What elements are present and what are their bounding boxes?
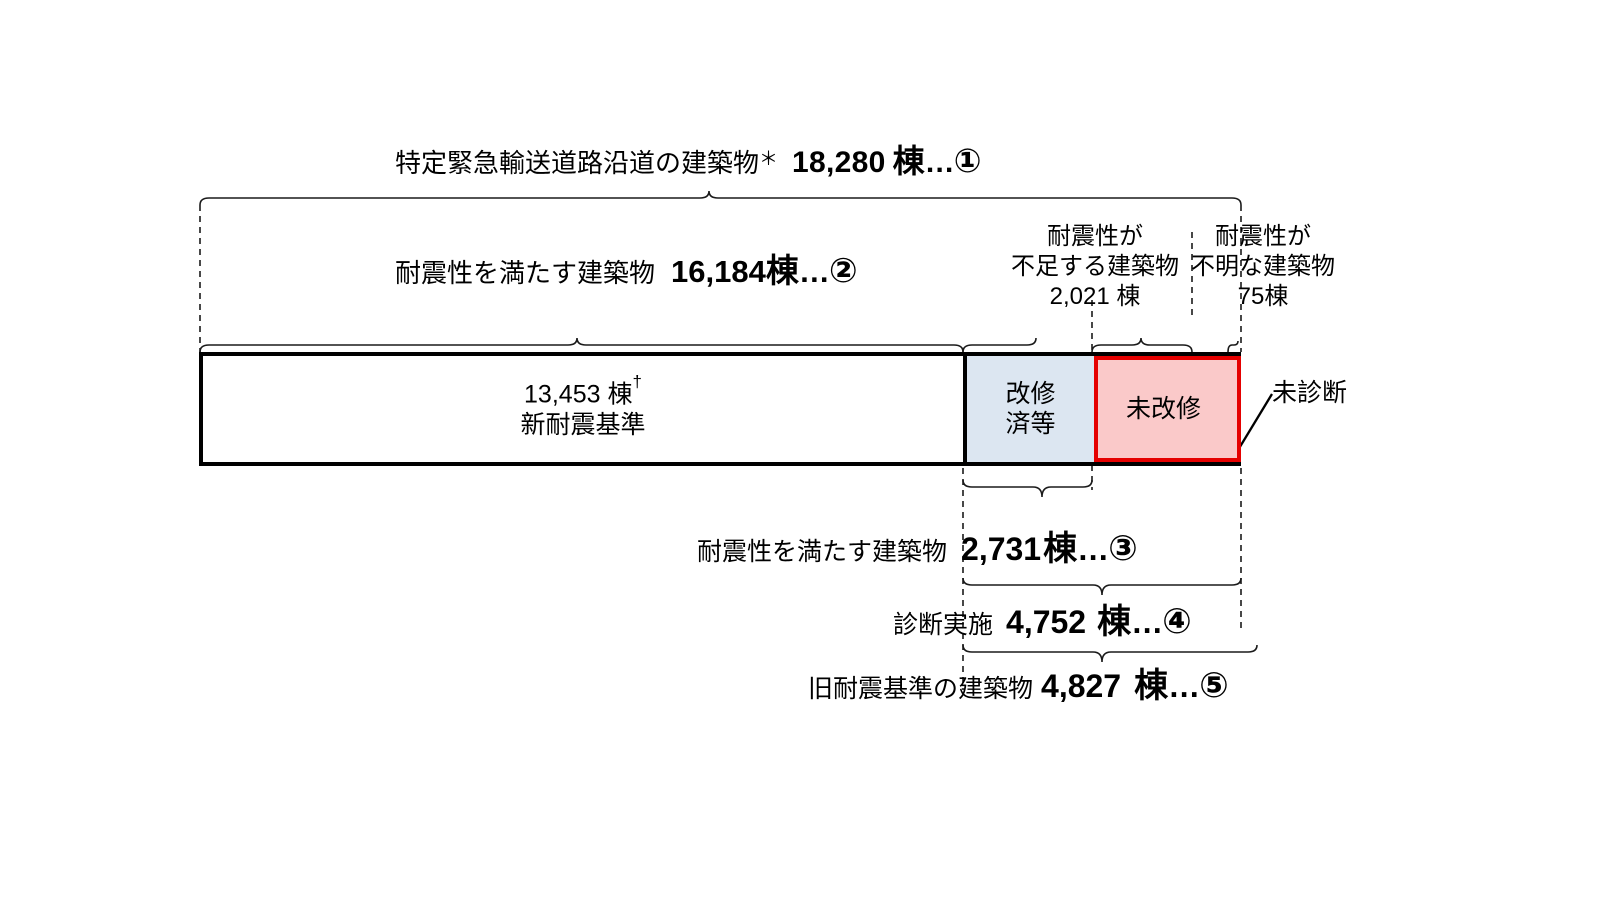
row4-ref-circled-4: ④ bbox=[1162, 602, 1192, 641]
bar-segment-retrofitted: 改修 済等 bbox=[963, 356, 1094, 462]
undiagnosed-label: 未診断 bbox=[1272, 379, 1348, 407]
total-ref-circled-1: ① bbox=[953, 142, 982, 179]
brace-retrofitted bbox=[962, 479, 1093, 498]
unknown-label-line2: 不明な建築物 bbox=[1191, 253, 1335, 281]
row5-ref-circled-5: ⑤ bbox=[1199, 666, 1229, 705]
new-standard-dagger-marker: † bbox=[632, 371, 642, 391]
meets-standard-unit: 棟 bbox=[765, 252, 799, 289]
undiagnosed-callout-label: 未診断 bbox=[1272, 379, 1347, 409]
bar-segment-new-standard: 13,453 棟† 新耐震基準 bbox=[203, 356, 963, 462]
row3-ref-circled-3: ③ bbox=[1108, 529, 1138, 568]
bar-segment-undiagnosed bbox=[1229, 356, 1241, 462]
total-unit: 棟 bbox=[892, 143, 925, 179]
new-standard-value: 13,453 bbox=[524, 380, 601, 409]
stacked-bar: 13,453 棟† 新耐震基準 改修 済等 未改修 bbox=[199, 352, 1241, 466]
unknown-quantity: 75棟 bbox=[1237, 283, 1289, 311]
row4-dots: … bbox=[1131, 604, 1163, 640]
retrofitted-label-line2: 済等 bbox=[1005, 410, 1056, 438]
meets-standard-label-row: 耐震性を満たす建築物 16,184 棟 … ② bbox=[395, 251, 858, 291]
row4-unit: 棟 bbox=[1097, 603, 1132, 641]
new-standard-unit: 棟 bbox=[607, 380, 633, 409]
brace-total bbox=[199, 190, 1242, 206]
row3-dots: … bbox=[1077, 531, 1109, 567]
row3-unit: 棟 bbox=[1043, 530, 1078, 568]
unknown-label-line1: 耐震性が bbox=[1215, 223, 1311, 250]
brace-diagnosed bbox=[962, 577, 1242, 596]
brace-unknown bbox=[1227, 340, 1239, 353]
row4-label-text: 診断実施 bbox=[893, 611, 994, 639]
diagnosed-brace-row: 診断実施 4,752 棟 … ④ bbox=[893, 594, 1192, 643]
retrofitted-label-line1: 改修 bbox=[1005, 379, 1056, 408]
bar-segment-unretrofitted: 未改修 bbox=[1094, 356, 1229, 462]
retrofitted-brace-row: 耐震性を満たす建築物 2,731 棟 … ③ bbox=[697, 521, 1138, 570]
meets-standard-ref-circled-2: ② bbox=[828, 252, 858, 290]
new-standard-text-block: 13,453 棟† 新耐震基準 bbox=[520, 372, 646, 440]
row3-label-text: 耐震性を満たす建築物 bbox=[697, 538, 948, 566]
row5-value: 4,827 bbox=[1041, 668, 1122, 704]
row5-unit: 棟 bbox=[1134, 667, 1169, 705]
meets-standard-dots: … bbox=[798, 254, 830, 289]
brace-meets-standard-right-tick bbox=[962, 337, 1037, 353]
brace-insufficient bbox=[1091, 337, 1193, 353]
insufficient-label-line2: 不足する建築物 bbox=[1011, 253, 1179, 281]
total-asterisk-marker: ＊ bbox=[759, 149, 779, 170]
unknown-label-block: 耐震性が 不明な建築物 75棟 bbox=[1188, 222, 1338, 313]
total-dots: … bbox=[924, 146, 955, 179]
unretrofitted-label: 未改修 bbox=[1125, 394, 1201, 423]
brace-meets-standard bbox=[199, 337, 964, 353]
retrofitted-text-block: 改修 済等 bbox=[1005, 379, 1055, 440]
total-value: 18,280 bbox=[792, 146, 886, 179]
insufficient-label-block: 耐震性が 不足する建築物 2,021 棟 bbox=[1000, 222, 1190, 313]
row5-dots: … bbox=[1168, 668, 1200, 704]
insufficient-quantity: 2,021 棟 bbox=[1049, 283, 1141, 311]
total-label-text: 特定緊急輸送道路沿道の建築物 bbox=[395, 148, 760, 178]
old-standard-brace-row: 旧耐震基準の建築物 4,827 棟 … ⑤ bbox=[808, 658, 1229, 707]
row3-value: 2,731 bbox=[961, 531, 1042, 567]
insufficient-label-line1: 耐震性が bbox=[1047, 223, 1143, 250]
total-label-row: 特定緊急輸送道路沿道の建築物＊ 18,280 棟 … ① bbox=[395, 142, 982, 181]
meets-standard-label-text: 耐震性を満たす建築物 bbox=[395, 258, 656, 288]
row5-label-text: 旧耐震基準の建築物 bbox=[808, 675, 1034, 703]
meets-standard-value: 16,184 bbox=[671, 254, 766, 289]
row4-value: 4,752 bbox=[1006, 604, 1087, 640]
new-standard-caption: 新耐震基準 bbox=[520, 410, 646, 439]
